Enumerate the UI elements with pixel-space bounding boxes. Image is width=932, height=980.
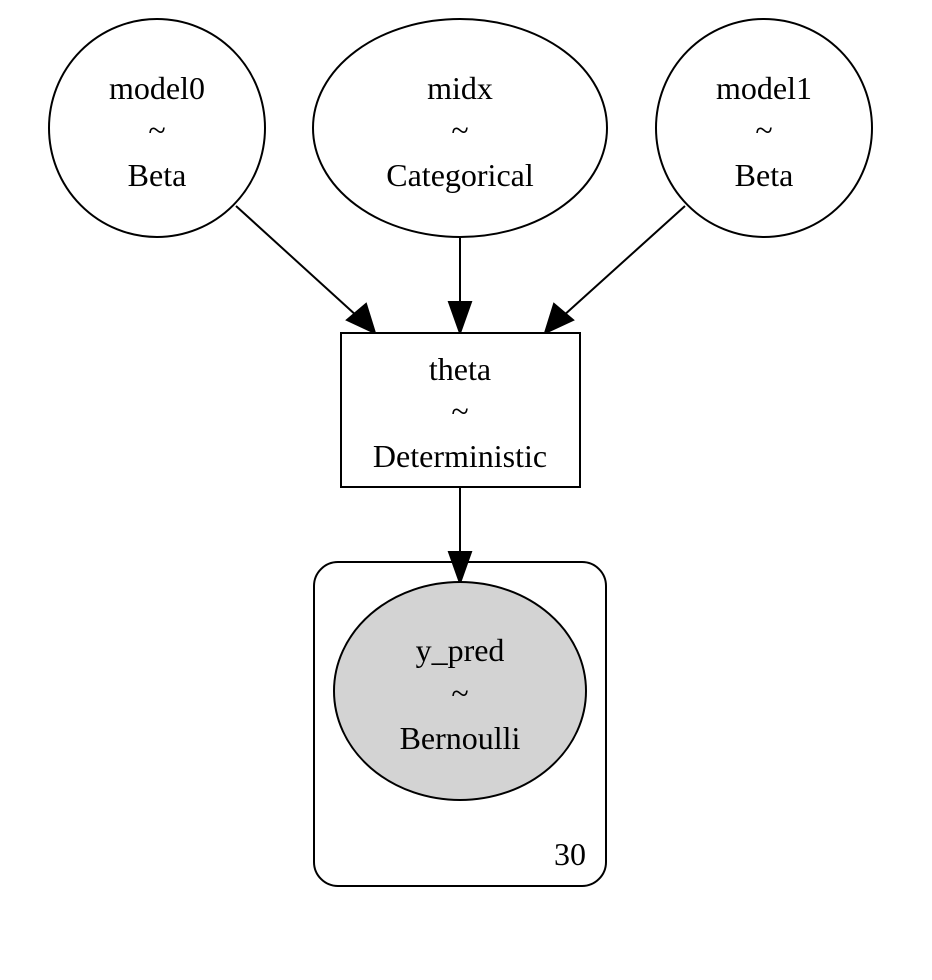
node-model1-tilde: ~ bbox=[755, 112, 772, 148]
node-model0: model0 ~ Beta bbox=[48, 18, 266, 238]
node-model1-shape bbox=[655, 18, 873, 238]
node-model0-tilde: ~ bbox=[148, 112, 165, 148]
node-theta-shape bbox=[340, 332, 581, 488]
edge-midx-to-theta bbox=[447, 238, 473, 336]
node-model1-dist: Beta bbox=[735, 157, 794, 193]
edge-model1-to-theta bbox=[543, 205, 686, 335]
node-y-pred-dist: Bernoulli bbox=[400, 720, 521, 756]
plate-count: 30 bbox=[554, 836, 586, 872]
node-y-pred-tilde: ~ bbox=[451, 675, 468, 711]
node-model1-name: model1 bbox=[716, 70, 812, 106]
node-midx-shape bbox=[312, 18, 608, 238]
node-theta-dist: Deterministic bbox=[373, 438, 547, 474]
node-y-pred: y_pred ~ Bernoulli bbox=[333, 581, 587, 801]
node-theta-name: theta bbox=[429, 351, 491, 387]
node-y-pred-name: y_pred bbox=[416, 632, 505, 668]
node-model0-dist: Beta bbox=[128, 157, 187, 193]
node-midx-dist: Categorical bbox=[386, 157, 534, 193]
node-midx-tilde: ~ bbox=[451, 112, 468, 148]
node-model0-name: model0 bbox=[109, 70, 205, 106]
node-model0-shape bbox=[48, 18, 266, 238]
node-y-pred-shape bbox=[333, 581, 587, 801]
edge-theta-to-y-pred bbox=[447, 488, 473, 586]
node-theta: theta ~ Deterministic bbox=[340, 332, 581, 488]
node-theta-tilde: ~ bbox=[451, 393, 468, 429]
edge-model0-to-theta bbox=[235, 205, 377, 335]
node-midx-name: midx bbox=[427, 70, 493, 106]
node-model1: model1 ~ Beta bbox=[655, 18, 873, 238]
node-midx: midx ~ Categorical bbox=[312, 18, 608, 238]
